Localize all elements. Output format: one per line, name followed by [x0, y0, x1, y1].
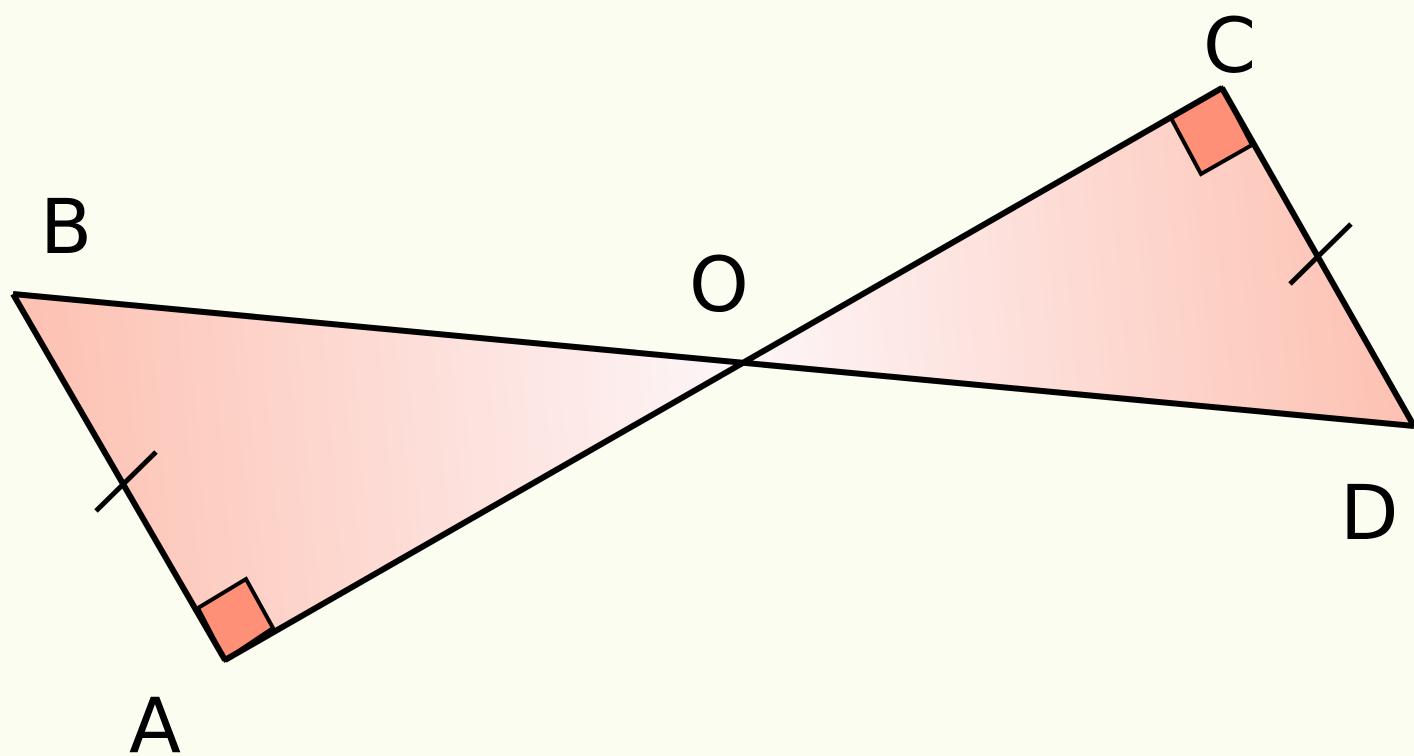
point-label-a: A: [129, 681, 181, 756]
point-label-c: C: [1203, 1, 1256, 90]
point-label-d: D: [1340, 468, 1399, 557]
point-label-o: O: [689, 240, 749, 329]
segment-ac: [223, 85, 1224, 663]
segment-bd: [12, 291, 1414, 429]
point-label-b: B: [40, 182, 92, 271]
segment-ab: [10, 292, 228, 662]
tick-mark-cd: [1288, 222, 1353, 286]
tick-mark-ab: [94, 450, 158, 513]
triangle-cdo-fill: [740, 88, 1414, 426]
triangle-abo-fill: [13, 294, 740, 660]
